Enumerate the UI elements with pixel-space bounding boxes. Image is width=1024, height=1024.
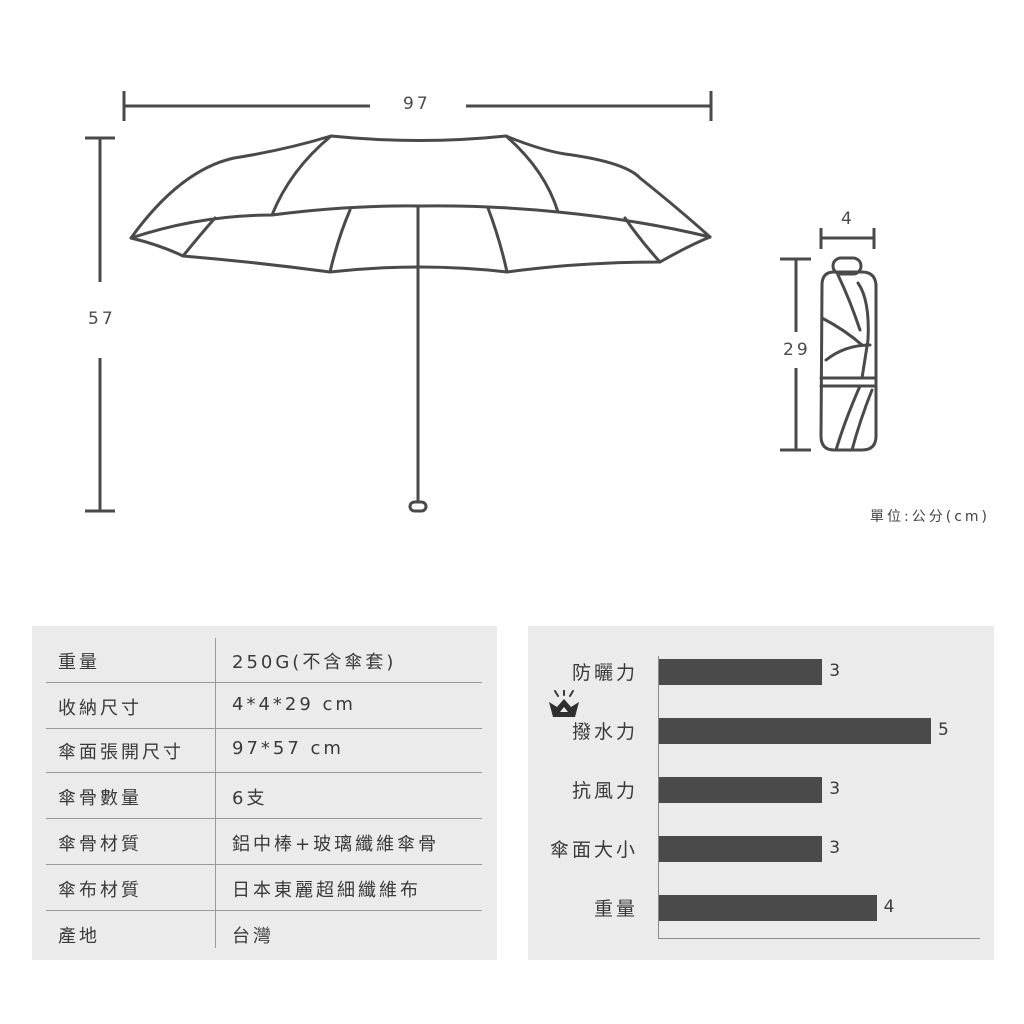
unit-note: 單位:公分(cm) — [870, 509, 990, 525]
rating-value: 5 — [938, 720, 949, 740]
spec-value: 6支 — [232, 788, 268, 809]
spec-row: 重量 250G(不含傘套) — [46, 636, 482, 683]
rating-label: 抗風力 — [571, 780, 638, 802]
rating-label: 傘面大小 — [549, 839, 638, 861]
spec-key: 重量 — [58, 652, 100, 673]
spec-key: 傘骨材質 — [58, 834, 142, 855]
spec-key: 產地 — [58, 926, 100, 947]
height-dimension-line — [85, 136, 115, 513]
spec-row: 傘布材質 日本東麗超細纖維布 — [46, 864, 482, 911]
spec-key: 傘骨數量 — [58, 788, 142, 809]
rating-label: 防曬力 — [571, 662, 638, 684]
rating-bar — [659, 836, 823, 862]
folded-umbrella-icon — [819, 256, 878, 452]
folded-width-label: 4 — [841, 209, 855, 229]
spec-row: 傘骨數量 6支 — [46, 772, 482, 819]
spec-value: 4*4*29 cm — [232, 694, 356, 715]
rating-bar — [659, 659, 823, 685]
rating-value: 3 — [829, 661, 841, 681]
spec-key: 收納尺寸 — [58, 698, 142, 719]
rating-value: 3 — [829, 779, 841, 799]
rating-axis-y — [658, 656, 659, 938]
spec-row: 產地 台灣 — [46, 910, 482, 956]
spec-key: 傘面張開尺寸 — [58, 742, 184, 763]
rating-bar — [659, 895, 877, 921]
spec-key: 傘布材質 — [58, 880, 142, 901]
open-width-label: 97 — [403, 94, 431, 114]
open-umbrella-icon — [129, 134, 712, 513]
spec-value: 250G(不含傘套) — [232, 652, 397, 673]
folded-length-label: 29 — [783, 340, 811, 360]
crown-icon — [549, 690, 579, 717]
rating-axis-x — [658, 938, 980, 939]
spec-row: 傘骨材質 鋁中棒+玻璃纖維傘骨 — [46, 818, 482, 865]
rating-value: 4 — [883, 897, 895, 917]
rating-bar — [659, 777, 823, 803]
umbrella-dimension-diagram — [85, 91, 878, 513]
spec-value: 鋁中棒+玻璃纖維傘骨 — [232, 834, 440, 855]
rating-chart: 防曬力 3 撥水力 5 抗風力 3 傘面大小 3 重量 4 — [528, 626, 994, 960]
folded-width-dimension-line — [819, 228, 876, 249]
spec-row: 傘面張開尺寸 97*57 cm — [46, 726, 482, 773]
rating-label: 重量 — [593, 898, 638, 920]
width-dimension-line — [122, 91, 713, 121]
spec-value: 97*57 cm — [232, 738, 344, 759]
spec-table: 重量 250G(不含傘套) 收納尺寸 4*4*29 cm 傘面張開尺寸 97*5… — [32, 626, 497, 960]
spec-column-divider — [215, 638, 216, 948]
rating-value: 3 — [829, 838, 841, 858]
rating-bar — [659, 718, 931, 744]
spec-row: 收納尺寸 4*4*29 cm — [46, 682, 482, 729]
spec-value: 日本東麗超細纖維布 — [232, 880, 421, 901]
spec-value: 台灣 — [232, 926, 274, 947]
folded-length-dimension-line — [780, 257, 811, 452]
rating-label: 撥水力 — [571, 721, 638, 743]
open-height-label: 57 — [88, 309, 116, 329]
